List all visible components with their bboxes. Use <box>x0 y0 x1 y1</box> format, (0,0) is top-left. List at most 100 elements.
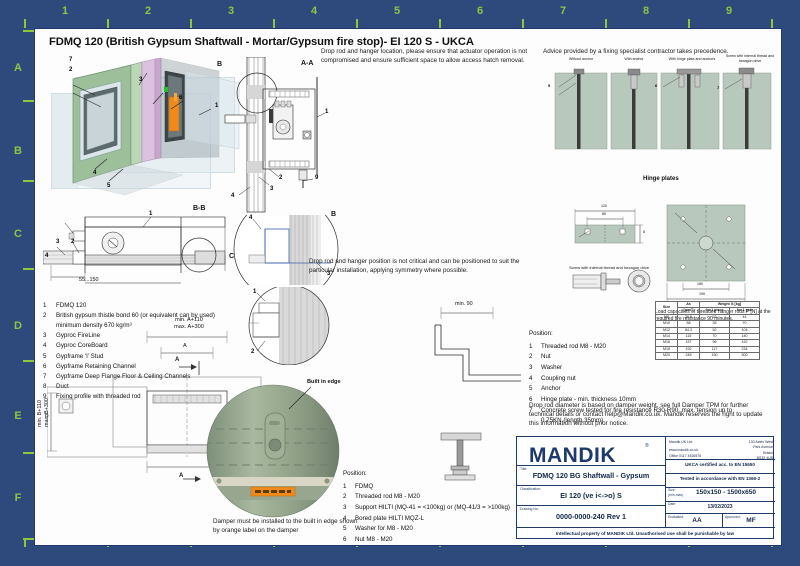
column-marker-1: 1 <box>61 5 69 17</box>
size-caption-minmax: (min-max) <box>668 493 684 497</box>
position-item-number: 3 <box>343 503 347 511</box>
title-block: MANDIK ® Mandik UK Ltd www.mandik.co.uk … <box>516 436 775 539</box>
anchor-label-screw-internal-thread: Screw with internal thread and hexagon d… <box>725 54 775 63</box>
legend-item-number: 5 <box>43 352 47 360</box>
position-item-number: 7 <box>529 406 533 414</box>
section-aa-diagram: B A-A <box>217 57 337 217</box>
drawing-no-value: 0000-0000-240 Rev 1 <box>556 512 626 521</box>
cell-pair: 70 <box>729 320 760 328</box>
section-marker-a-lower: A <box>179 473 184 479</box>
callout-7: 7 <box>69 57 73 63</box>
drawing-title-value: FDMQ 120 BG Shaftwall - Gypsum <box>532 471 650 480</box>
section-marker-a-upper: A <box>175 357 180 363</box>
row-marker-b: B <box>14 145 22 157</box>
callout-1-bb: 1 <box>149 211 153 217</box>
detail-marker-b-mid: B <box>331 211 337 218</box>
size-value: 150x150 - 1500x650 <box>695 489 756 496</box>
detail-marker-b-top: B <box>217 61 223 68</box>
step-profile-detail: min. 90 <box>425 291 535 386</box>
sheet-body: FDMQ 120 (British Gypsum Shaftwall - Mor… <box>34 28 782 546</box>
address-line-4: BS32 4UB <box>756 456 773 461</box>
dim-min-90: min. 90 <box>455 301 473 307</box>
callout-3: 3 <box>139 77 143 83</box>
callout-5-anchor: 5 <box>548 83 551 88</box>
screw-internal-thread-caption: Screw with internal thread and hexagon d… <box>569 265 650 270</box>
callout-9-aa: 9 <box>315 175 319 181</box>
cell-size: M20 <box>655 352 678 360</box>
position-item-text: Concrete screw tested for fire resistanc… <box>541 406 733 425</box>
position-item-text: Coupling nut <box>541 374 576 382</box>
row-marker-a: A <box>14 62 22 74</box>
position-item: 3 Support HILTI (MQ-41 = <100kg) or (MQ-4… <box>343 503 518 514</box>
dim-a-plan: A <box>183 343 187 349</box>
legend-item-text: Gyproc FireLine <box>56 332 101 340</box>
frame-top-border: 1 2 3 4 5 6 7 8 9 <box>0 0 800 28</box>
cell-pair: 44 <box>729 313 760 322</box>
position-item-text: Threaded rod M8 - M20 <box>355 493 420 501</box>
legend-item-number: 8 <box>43 382 47 390</box>
rod-weight-table: Size As Weight G [kg] [mm²] for 1 piece … <box>655 300 760 360</box>
position-item-text: Support HILTI (MQ-41 = <100kg) or (MQ-41… <box>355 503 510 511</box>
hinge-plates-diagram: 120 80 8 180 190 Screw with internal thr… <box>547 189 777 314</box>
section-bb-diagram: 1 2 3 4 55...150 C <box>43 211 243 301</box>
callout-2: 2 <box>69 67 73 73</box>
ip-footer: Intellectual property of MANDIK Ltd. Una… <box>555 531 735 536</box>
position-item: 7 Concrete screw tested for fire resistan… <box>529 406 754 427</box>
legend-item-text: Fixing profile with threaded rod <box>56 392 141 400</box>
cell-pair: 140 <box>729 332 760 341</box>
legend-item-number: 2 <box>43 312 47 320</box>
callout-4-detb: 4 <box>249 215 253 221</box>
callout-6-anchor: 6 <box>655 83 658 88</box>
date-caption: Date: <box>668 502 677 506</box>
position-item-text: Nut <box>541 353 551 361</box>
plate-dim-190: 190 <box>699 292 705 296</box>
classification-value: EI 120 (ve i<->o) S <box>560 491 622 500</box>
position-item-number: 3 <box>529 363 533 371</box>
position-item-text: Washer for M8 - M20 <box>355 525 413 533</box>
position-item-number: 2 <box>529 353 533 361</box>
dim-max-b300: max. B+300 <box>44 398 50 427</box>
legend-item-number: 4 <box>43 342 47 350</box>
size-caption: Size: <box>668 488 676 492</box>
callout-5: 5 <box>107 183 111 189</box>
position-item-text: Hinge plate - min. thickness 10mm <box>541 395 636 403</box>
date-value: 13/02/2023 <box>707 504 733 510</box>
note-fixing-specialist: Advice provided by a fixing specialist c… <box>543 48 729 55</box>
row-marker-c: C <box>14 228 22 240</box>
position-item-number: 5 <box>343 525 347 533</box>
position-item-text: Bored plate HILTI MQZ-L <box>355 514 425 522</box>
legend-item: 2 British gypsum thistle bond 60 (or equi… <box>43 311 221 331</box>
legend-item-text: British gypsum thistle bond 60 (or equiv… <box>56 312 215 330</box>
registered-mark-icon: ® <box>645 443 649 449</box>
position-item-number: 2 <box>343 493 347 501</box>
position-item-number: 5 <box>529 385 533 393</box>
ukca-cert-line: UKCA certified acc. to EN 15650 <box>685 462 755 467</box>
note-drop-rod-position: Drop rod and hanger position is not crit… <box>309 258 520 275</box>
legend-item-number: 9 <box>43 392 47 400</box>
dim-min-a110: min. A+110 <box>175 317 203 323</box>
tested-standard-line: Tested in accordance with EN 1366-2 <box>679 476 761 481</box>
plate-dim-180: 180 <box>697 282 703 286</box>
position-item-text: Nut M8 - M20 <box>355 535 393 543</box>
anchor-label-with-hinge-plate-anchors: With hinge plate and anchors <box>668 57 716 61</box>
legend-item: 9 Fixing profile with threaded rod <box>43 392 221 402</box>
company-website: www.mandik.co.uk <box>669 448 698 453</box>
column-marker-2: 2 <box>144 5 152 17</box>
detail-marker-c: C <box>229 253 235 260</box>
damper-photo-built-in-edge: Built in edge <box>203 369 343 529</box>
callout-4-bb: 4 <box>45 253 49 259</box>
position-item-number: 6 <box>529 395 533 403</box>
column-marker-6: 6 <box>476 5 484 17</box>
